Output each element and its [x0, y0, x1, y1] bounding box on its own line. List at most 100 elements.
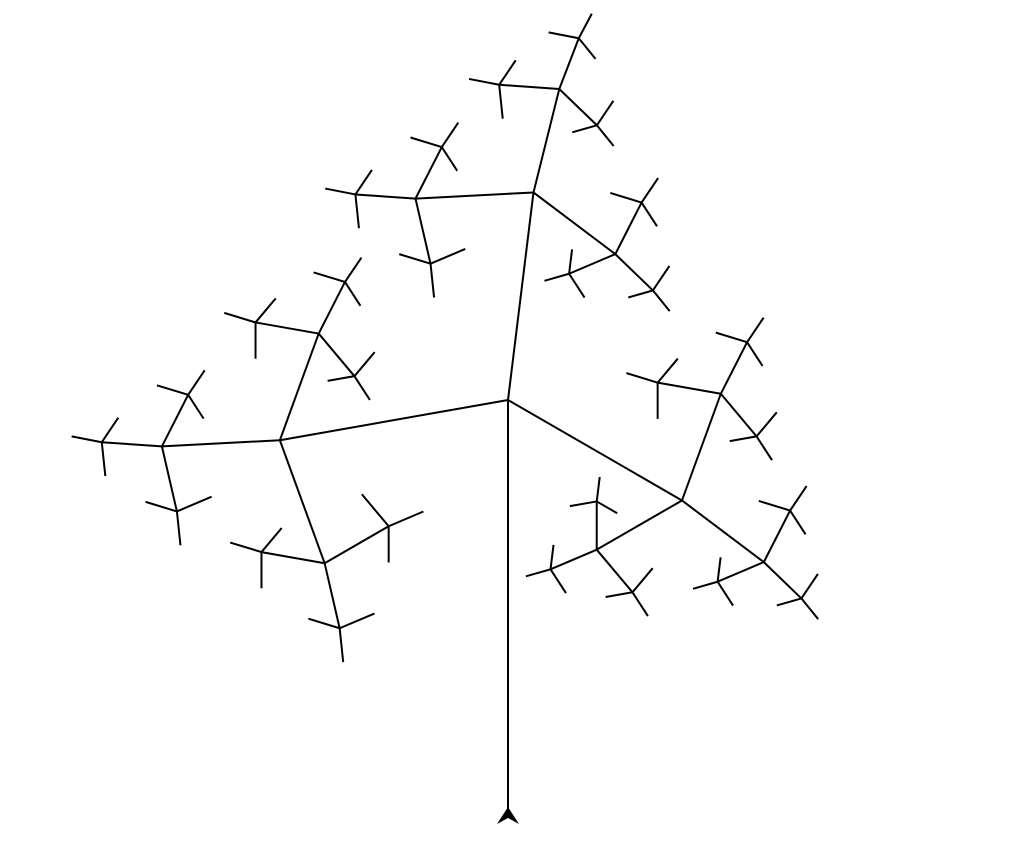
- branch-segment-level-4: [176, 495, 213, 513]
- branch-segment-level-3: [160, 394, 190, 447]
- branch-segment-level-1: [507, 399, 683, 502]
- branch-segment-level-3: [255, 321, 319, 335]
- branch-segment-level-4: [354, 194, 360, 229]
- branch-segment-level-4: [656, 357, 679, 384]
- branch-segment-level-4: [746, 317, 765, 343]
- branch-segment-level-3: [317, 332, 356, 377]
- branch-segment-level-3: [614, 253, 654, 292]
- branch-segment-level-1: [279, 399, 509, 442]
- branch-segment-level-4: [716, 581, 734, 607]
- branch-segment-level-3: [558, 37, 580, 90]
- branch-segment-level-4: [628, 289, 654, 299]
- branch-segment-level-4: [229, 541, 262, 554]
- branch-segment-level-2: [161, 439, 280, 448]
- branch-segment-level-3: [160, 446, 178, 512]
- branch-segment-level-4: [715, 331, 748, 344]
- branch-segment-level-2: [681, 499, 765, 563]
- branch-segment-level-4: [313, 271, 346, 283]
- branch-segment-level-3: [101, 441, 162, 448]
- branch-segment-level-4: [640, 201, 658, 227]
- branch-segment-level-2: [278, 439, 326, 564]
- branch-segment-level-4: [631, 567, 654, 593]
- branch-segment-level-3: [355, 193, 416, 200]
- branch-segment-level-3: [763, 561, 803, 600]
- branch-segment-level-3: [558, 88, 598, 126]
- branch-segment-level-3: [657, 381, 721, 395]
- branch-segment-level-4: [498, 84, 504, 119]
- branch-segment-level-4: [577, 13, 593, 39]
- branch-segment-level-4: [339, 612, 375, 630]
- branch-segment-level-4: [398, 253, 431, 265]
- branch-segment-level-4: [468, 77, 500, 86]
- branch-segment-level-3: [414, 198, 432, 264]
- branch-segment-level-4: [156, 384, 189, 396]
- branch-segment-level-4: [789, 485, 808, 512]
- branch-segment-level-4: [789, 509, 807, 535]
- branch-segment-level-4: [71, 435, 102, 444]
- branch-segment-level-4: [344, 281, 362, 307]
- branch-segment-level-4: [440, 122, 460, 148]
- branch-segment-level-4: [354, 169, 373, 195]
- branch-segment-level-4: [325, 187, 356, 196]
- branch-segment-level-4: [605, 591, 633, 598]
- branch-segment-level-3: [717, 561, 765, 583]
- branch-segment-level-4: [175, 511, 182, 546]
- branch-segment-level-4: [429, 263, 436, 298]
- branch-segment-level-4: [353, 351, 376, 377]
- branch-segment-level-4: [716, 557, 722, 582]
- branch-segment-level-2: [278, 333, 320, 441]
- branch-segment-level-4: [577, 37, 597, 60]
- branch-segment-level-4: [187, 394, 205, 420]
- branch-segment-level-4: [571, 124, 598, 134]
- branch-segment-level-4: [758, 500, 791, 512]
- branch-segment-level-4: [254, 297, 277, 324]
- branch-segment-level-4: [800, 573, 819, 599]
- branch-segment-level-3: [595, 549, 634, 593]
- branch-segment-level-4: [652, 265, 671, 291]
- branch-segment-level-3: [762, 510, 791, 563]
- branch-segment-level-3: [414, 146, 443, 200]
- branch-segment-level-4: [596, 500, 618, 515]
- branch-segment-level-2: [415, 191, 534, 200]
- branch-segment-level-4: [440, 146, 459, 172]
- branch-segment-level-4: [568, 273, 586, 299]
- branch-segment-level-4: [525, 568, 551, 578]
- branch-segment-level-4: [596, 124, 615, 147]
- branch-segment-level-4: [548, 31, 579, 40]
- branch-segment-level-2: [596, 499, 683, 551]
- branch-segment-level-4: [729, 435, 757, 443]
- branch-segment-level-4: [626, 372, 658, 384]
- branch-segment-level-4: [308, 617, 340, 630]
- branch-segment-level-3: [568, 253, 616, 275]
- branch-segment-level-3: [614, 202, 643, 255]
- branch-segment-level-4: [544, 272, 570, 282]
- branch-segment-level-3: [499, 83, 560, 90]
- branch-segment-level-4: [631, 591, 649, 617]
- branch-segment-level-4: [652, 289, 671, 312]
- branch-segment-level-4: [430, 248, 466, 265]
- branch-segment-level-4: [692, 580, 718, 590]
- branch-segment-level-4: [610, 192, 642, 204]
- branch-segment-level-4: [410, 136, 443, 149]
- branch-segment-level-4: [569, 500, 597, 508]
- branch-segment-level-4: [260, 527, 283, 553]
- branch-segment-level-4: [746, 341, 764, 367]
- branch-segment-level-4: [100, 442, 107, 477]
- branch-segment-level-4: [595, 476, 601, 502]
- branch-segment-level-4: [100, 417, 120, 443]
- turtle-arrowhead-icon: [497, 807, 519, 824]
- branch-segment-level-4: [353, 375, 371, 401]
- branch-segment-level-3: [323, 562, 341, 629]
- branch-segment-level-4: [640, 177, 659, 204]
- branch-segment-level-3: [719, 341, 748, 395]
- branch-segment-level-4: [145, 500, 178, 513]
- branch-segment-level-3: [261, 551, 325, 565]
- fractal-branches: [71, 13, 819, 810]
- branch-segment-level-2: [532, 88, 561, 193]
- branch-segment-level-4: [549, 544, 555, 570]
- branch-segment-level-4: [755, 435, 773, 461]
- branch-segment-level-4: [549, 568, 567, 594]
- branch-segment-level-2: [532, 191, 616, 255]
- branch-segment-level-4: [327, 375, 355, 382]
